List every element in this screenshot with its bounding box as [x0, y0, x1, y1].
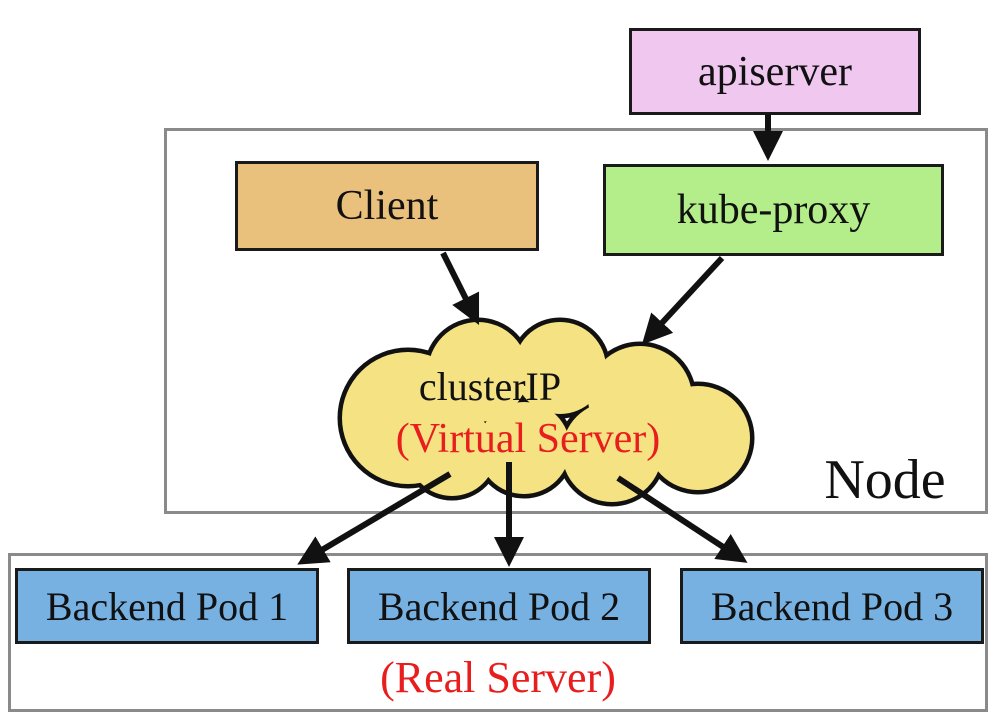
- kube-proxy-box: kube-proxy: [603, 164, 944, 256]
- backend-pod-2-label: Backend Pod 2: [377, 583, 621, 629]
- virtual-server-label: (Virtual Server): [395, 416, 661, 462]
- real-server-label: (Real Server): [380, 653, 616, 702]
- node-label: Node: [824, 449, 946, 511]
- apiserver-box: apiserver: [629, 28, 921, 115]
- client-label: Client: [335, 183, 439, 229]
- cluster-ip-label: clusterIP: [418, 364, 562, 409]
- backend-pod-1-label: Backend Pod 1: [45, 583, 289, 629]
- backend-pod-1-box: Backend Pod 1: [15, 568, 319, 644]
- client-box: Client: [235, 161, 539, 251]
- node-boundary-box: [164, 128, 988, 514]
- kube-proxy-label: kube-proxy: [676, 187, 871, 233]
- apiserver-label: apiserver: [698, 48, 852, 95]
- backend-pod-3-box: Backend Pod 3: [680, 568, 984, 644]
- backend-pod-3-label: Backend Pod 3: [710, 583, 954, 629]
- backend-pod-2-box: Backend Pod 2: [347, 568, 651, 644]
